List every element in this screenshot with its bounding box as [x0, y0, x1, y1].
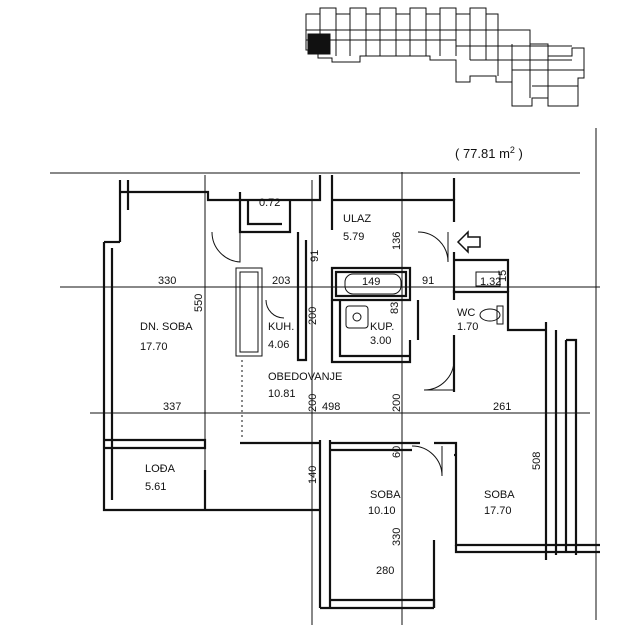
- dim-498: 498: [322, 401, 340, 413]
- room-kup-area: 3.00: [370, 335, 391, 347]
- bathroom-fixtures: [344, 271, 504, 329]
- dim-508: 508: [531, 452, 543, 470]
- storage-area: 0.72: [259, 197, 280, 209]
- dim-550: 550: [193, 294, 205, 312]
- area-label: ( 77.81 m2 ): [455, 145, 523, 161]
- room-loda-area: 5.61: [145, 481, 166, 493]
- dim-330b: 330: [391, 528, 403, 546]
- room-obedovanje-area: 10.81: [268, 388, 296, 400]
- room-loda-name: LOĐA: [145, 463, 176, 475]
- dim-83: 83: [389, 302, 401, 314]
- dim-200c: 200: [391, 394, 403, 412]
- dim-200b: 200: [307, 394, 319, 412]
- key-plan: [305, 7, 585, 107]
- room-ulaz-area: 5.79: [343, 231, 364, 243]
- room-dn-soba-name: DN. SOBA: [140, 321, 193, 333]
- dim-330: 330: [158, 275, 176, 287]
- entrance-arrow-icon: [456, 230, 481, 254]
- dim-140: 140: [307, 466, 319, 484]
- room-kup-name: KUP.: [370, 321, 394, 333]
- room-soba2-name: SOBA: [484, 489, 515, 501]
- door-swings: [211, 231, 455, 477]
- dim-136: 136: [391, 232, 403, 250]
- dim-203: 203: [272, 275, 290, 287]
- dim-261: 261: [493, 401, 511, 413]
- room-wc-area: 1.70: [457, 321, 478, 333]
- kitchen-counter: [235, 267, 263, 357]
- room-soba1-name: SOBA: [370, 489, 401, 501]
- room-wc-name: WC: [457, 307, 475, 319]
- dim-149: 149: [362, 276, 380, 288]
- room-dn-soba-area: 17.70: [140, 341, 168, 353]
- room-kuh-name: KUH.: [268, 321, 294, 333]
- room-obedovanje-name: OBEDOVANJE: [268, 371, 342, 383]
- dim-15: 15: [497, 270, 509, 282]
- room-ulaz-name: ULAZ: [343, 213, 371, 225]
- room-soba1-area: 10.10: [368, 505, 396, 517]
- dim-60: 60: [391, 446, 403, 458]
- dimension-labels: 330 550 203 91 136 149 91 15 200 83 337 …: [158, 232, 543, 577]
- svg-text:( 77.81 m2 ): ( 77.81 m2 ): [455, 145, 523, 161]
- room-soba2-area: 17.70: [484, 505, 512, 517]
- dim-280: 280: [376, 565, 394, 577]
- dim-337: 337: [163, 401, 181, 413]
- walls: [102, 175, 600, 610]
- dim-200a: 200: [307, 307, 319, 325]
- axis-lines: [50, 128, 600, 625]
- room-kuh-area: 4.06: [268, 339, 289, 351]
- small-area: 1.32: [480, 276, 501, 288]
- dim-91a: 91: [309, 250, 321, 262]
- dim-91b: 91: [422, 275, 434, 287]
